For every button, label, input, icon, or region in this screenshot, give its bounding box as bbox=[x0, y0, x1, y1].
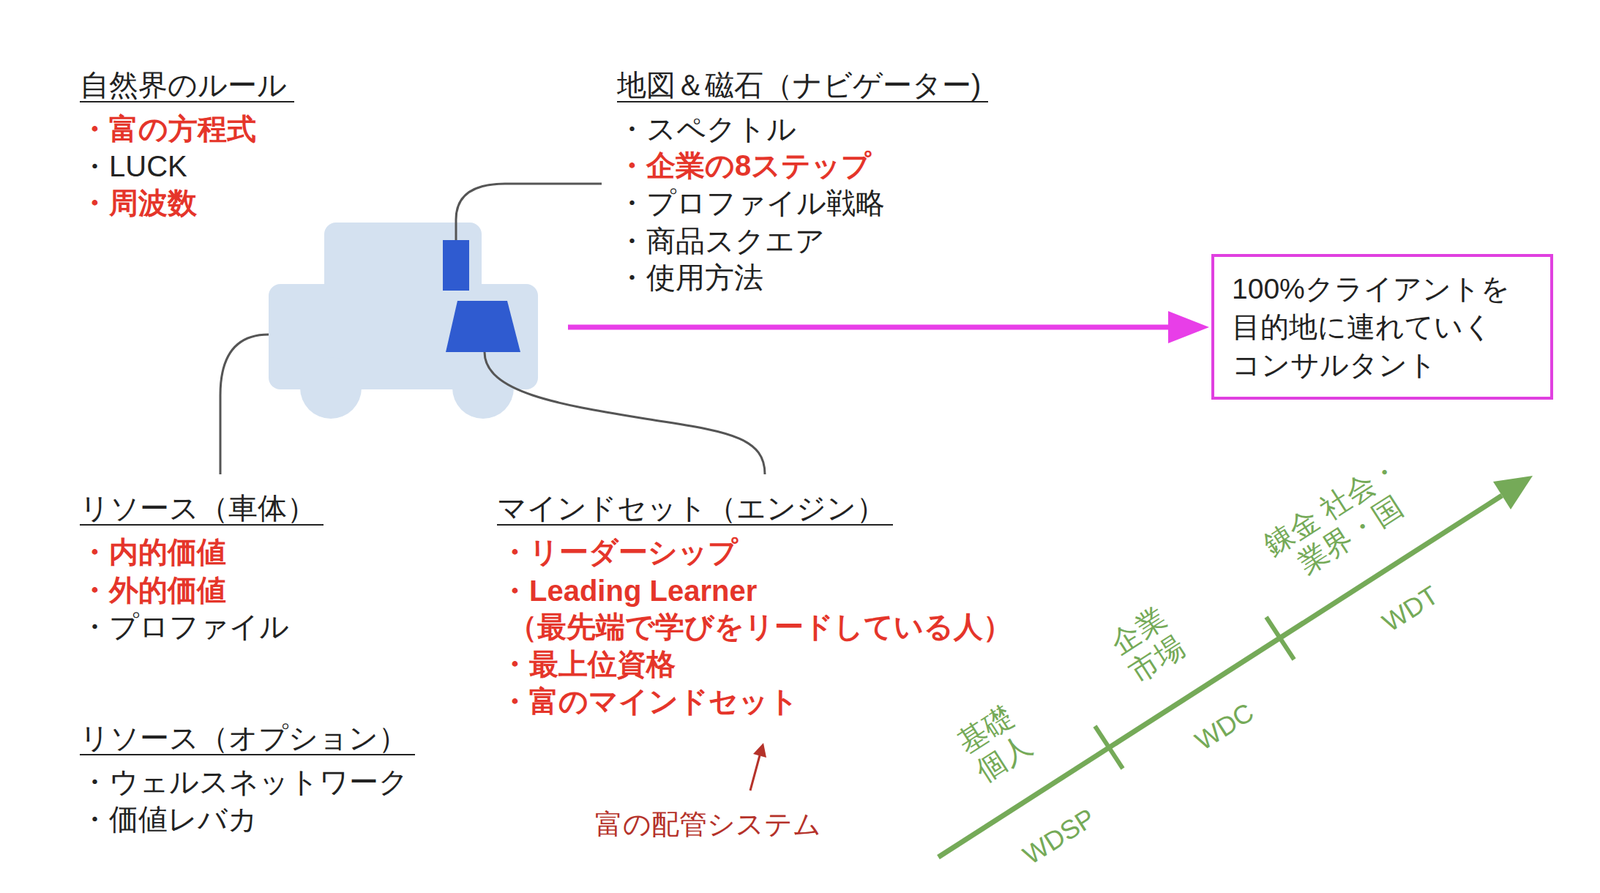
annotation: 富の配管システム bbox=[595, 806, 822, 842]
leader-line bbox=[455, 183, 602, 241]
stage-code: WDT bbox=[1376, 579, 1445, 639]
section-heading: リソース（車体） bbox=[79, 491, 324, 526]
car-illustration bbox=[268, 222, 538, 419]
box-text: 100%クライアントを 目的地に連れていく コンサルタント bbox=[1231, 270, 1533, 385]
stage-label: 企業 市場 bbox=[1095, 595, 1200, 696]
list-item: ・価値レバカ bbox=[79, 801, 258, 837]
leader-line bbox=[220, 334, 269, 475]
highlight-item: （最先端で学びをリードしている人） bbox=[507, 608, 1013, 645]
direction-arrow bbox=[567, 324, 1172, 331]
highlight-item: ・企業の8ステップ bbox=[617, 147, 871, 183]
stage-label: 錬金 社会・業界・国 bbox=[1230, 432, 1452, 608]
axis-tick bbox=[1266, 617, 1295, 660]
stage-code: WDSP bbox=[1017, 802, 1101, 871]
list-item: ・プロファイル bbox=[79, 608, 290, 645]
arrow-head bbox=[1493, 475, 1533, 510]
pointer-arrow bbox=[750, 755, 760, 791]
result-box: 100%クライアントを 目的地に連れていく コンサルタント bbox=[1211, 253, 1554, 400]
arrow-head bbox=[1168, 311, 1210, 344]
growth-axis bbox=[938, 495, 1502, 858]
list-item: ・LUCK bbox=[79, 148, 188, 184]
highlight-item: ・周波数 bbox=[79, 185, 197, 221]
highlight-item: ・Leading Learner bbox=[499, 573, 757, 609]
axis-tick bbox=[1094, 726, 1123, 769]
highlight-item: ・富の方程式 bbox=[79, 111, 257, 147]
magnet-block bbox=[442, 240, 470, 291]
section-heading: 自然界のルール bbox=[79, 68, 295, 103]
stage-label: 基礎 個人 bbox=[942, 693, 1047, 795]
list-item: ・商品スクエア bbox=[617, 223, 825, 259]
leader-line bbox=[484, 352, 765, 475]
section-heading: マインドセット（エンジン） bbox=[496, 491, 893, 526]
highlight-item: ・富のマインドセット bbox=[499, 683, 799, 719]
highlight-item: ・最上位資格 bbox=[499, 646, 676, 682]
list-item: ・スペクトル bbox=[617, 111, 797, 147]
list-item: ・使用方法 bbox=[617, 259, 764, 295]
highlight-item: ・リーダーシップ bbox=[499, 534, 738, 570]
highlight-item: ・内的価値 bbox=[79, 534, 227, 570]
stage-code: WDC bbox=[1189, 696, 1259, 757]
highlight-item: ・外的価値 bbox=[79, 572, 227, 608]
car-wheel bbox=[300, 357, 362, 419]
car-wheel bbox=[452, 357, 514, 419]
list-item: ・プロファイル戦略 bbox=[617, 185, 885, 221]
arrow-head bbox=[753, 742, 767, 758]
section-heading: リソース（オプション） bbox=[79, 721, 416, 756]
section-heading: 地図＆磁石（ナビゲーター) bbox=[617, 68, 989, 103]
list-item: ・ウェルスネットワーク bbox=[79, 764, 409, 800]
engine-block bbox=[445, 300, 521, 353]
